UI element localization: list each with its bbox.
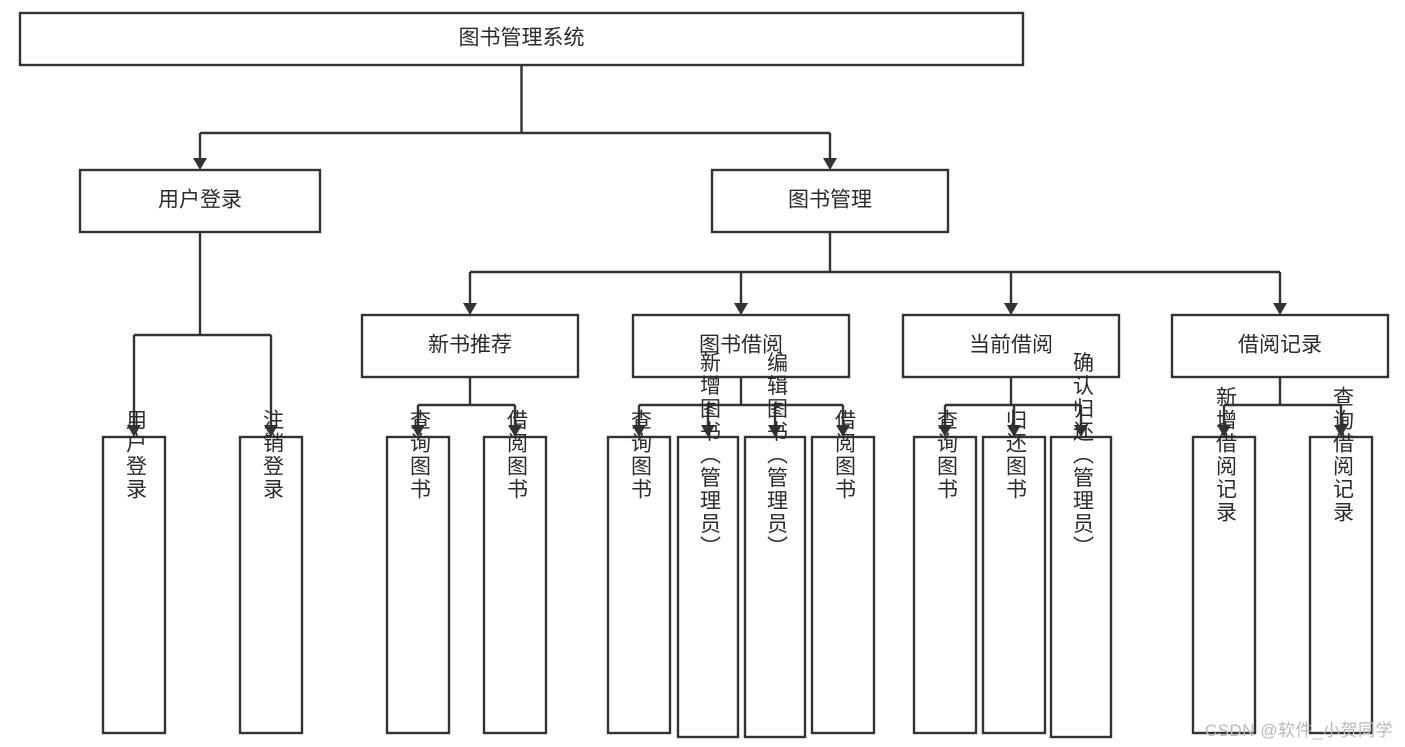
node-box bbox=[18, 11, 1025, 67]
node-leaf-add-book[interactable]: 新增图书（管理员） bbox=[676, 352, 740, 739]
node-leaf-edit-book[interactable]: 编辑图书（管理员） bbox=[743, 352, 807, 739]
node-label: 查询借阅记录 bbox=[1330, 386, 1354, 524]
node-leaf-query-book-a[interactable]: 查询图书 bbox=[385, 409, 451, 735]
node-box bbox=[1191, 435, 1257, 735]
node-label: 借阅图书 bbox=[832, 409, 856, 501]
node-box bbox=[1170, 313, 1390, 379]
node-label: 图书借阅 bbox=[699, 334, 783, 357]
node-label: 图书管理系统 bbox=[459, 27, 585, 50]
node-book-manage[interactable]: 图书管理 bbox=[710, 168, 950, 234]
node-label: 借阅图书 bbox=[504, 409, 528, 501]
node-label: 注销登录 bbox=[260, 409, 284, 501]
node-box bbox=[78, 168, 322, 234]
node-leaf-query-book-b[interactable]: 查询图书 bbox=[606, 409, 672, 735]
node-leaf-logout[interactable]: 注销登录 bbox=[238, 409, 304, 735]
node-leaf-borrow-book-a[interactable]: 借阅图书 bbox=[482, 409, 548, 735]
node-label: 编辑图书（管理员） bbox=[764, 352, 788, 559]
node-box bbox=[1308, 435, 1374, 735]
node-user-login[interactable]: 用户登录 bbox=[78, 168, 322, 234]
node-leaf-borrow-book-b[interactable]: 借阅图书 bbox=[810, 409, 876, 735]
node-label: 查询图书 bbox=[934, 409, 958, 501]
node-box bbox=[631, 313, 851, 379]
node-borrow-record[interactable]: 借阅记录 bbox=[1170, 313, 1390, 379]
node-new-book-rec[interactable]: 新书推荐 bbox=[360, 313, 580, 379]
node-label: 新增图书（管理员） bbox=[697, 352, 721, 559]
node-leaf-add-record[interactable]: 新增借阅记录 bbox=[1191, 386, 1257, 735]
node-box bbox=[101, 435, 167, 735]
node-label: 用户登录 bbox=[158, 189, 242, 212]
node-root[interactable]: 图书管理系统 bbox=[18, 11, 1025, 67]
node-label: 新增借阅记录 bbox=[1213, 386, 1237, 524]
node-box bbox=[482, 435, 548, 735]
node-box bbox=[981, 435, 1047, 735]
node-box bbox=[912, 435, 978, 735]
node-leaf-query-record[interactable]: 查询借阅记录 bbox=[1308, 386, 1374, 735]
node-label: 查询图书 bbox=[407, 409, 431, 501]
node-label: 借阅记录 bbox=[1238, 334, 1322, 357]
node-label: 查询图书 bbox=[628, 409, 652, 501]
node-leaf-return-book[interactable]: 归还图书 bbox=[981, 409, 1047, 735]
watermark-text: CSDN @软件_小贺同学 bbox=[1204, 721, 1393, 740]
node-leaf-query-book-c[interactable]: 查询图书 bbox=[912, 409, 978, 735]
node-leaf-confirm-return[interactable]: 确认归还（管理员） bbox=[1049, 352, 1113, 739]
node-book-borrow[interactable]: 图书借阅 bbox=[631, 313, 851, 379]
node-label: 新书推荐 bbox=[428, 334, 512, 357]
node-label: 用户登录 bbox=[123, 409, 147, 501]
node-box bbox=[1049, 435, 1113, 739]
node-label: 归还图书 bbox=[1003, 409, 1027, 501]
node-box bbox=[238, 435, 304, 735]
node-label: 图书管理 bbox=[788, 189, 872, 212]
node-box bbox=[385, 435, 451, 735]
node-box bbox=[676, 435, 740, 739]
node-box bbox=[810, 435, 876, 735]
node-box bbox=[360, 313, 580, 379]
node-box bbox=[710, 168, 950, 234]
node-box bbox=[901, 313, 1121, 379]
node-box bbox=[606, 435, 672, 735]
node-label: 确认归还（管理员） bbox=[1070, 352, 1094, 559]
node-current-borrow[interactable]: 当前借阅 bbox=[901, 313, 1121, 379]
connector-layer bbox=[127, 65, 1348, 437]
node-label: 当前借阅 bbox=[969, 334, 1053, 357]
node-leaf-user-login[interactable]: 用户登录 bbox=[101, 409, 167, 735]
node-layer: 图书管理系统用户登录图书管理新书推荐图书借阅当前借阅借阅记录用户登录注销登录查询… bbox=[18, 11, 1390, 739]
node-box bbox=[743, 435, 807, 739]
